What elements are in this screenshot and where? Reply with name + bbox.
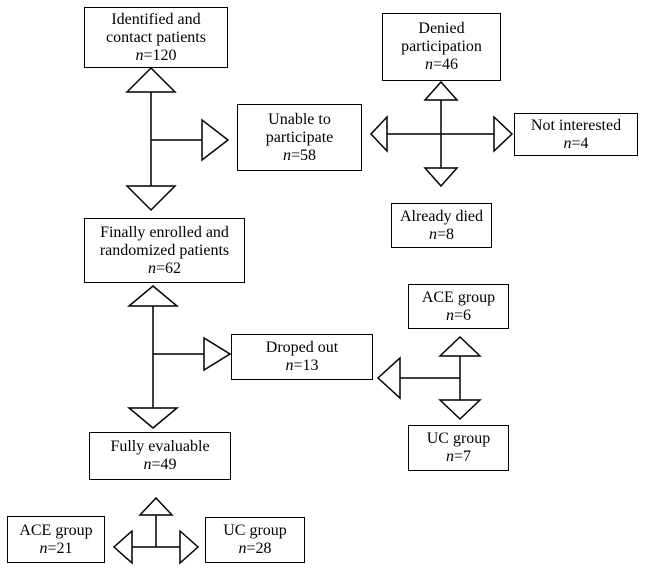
box-text: Finally enrolled and (100, 223, 229, 241)
box-already-died: Already died n=8 (391, 203, 492, 248)
n-value: =6 (453, 306, 472, 324)
arrow-down (126, 407, 180, 429)
arrow-up (438, 335, 482, 357)
box-text: Already died (399, 207, 484, 225)
box-text: Identified and (111, 10, 201, 28)
arrow-right (201, 118, 230, 162)
arrow-down (438, 399, 482, 421)
arrow-up (138, 496, 174, 516)
box-identified: Identified and contact patients n=120 (84, 7, 228, 68)
box-uc-final: UC group n=28 (205, 517, 305, 563)
n-value: =28 (246, 540, 272, 557)
n-value: =8 (436, 225, 455, 243)
n-value: =13 (293, 357, 319, 374)
arrow-down (423, 167, 459, 188)
n-value: =62 (155, 259, 182, 277)
n-value: =46 (432, 56, 459, 73)
n-value: =120 (143, 46, 177, 64)
arrow-up (125, 66, 177, 93)
box-ace-final: ACE group n=21 (7, 516, 105, 563)
box-text: Droped out (265, 339, 339, 356)
box-fully-evaluable: Fully evaluable n=49 (89, 432, 231, 480)
n-label: n (285, 357, 294, 374)
n-value: =4 (571, 134, 589, 152)
arrow-up (423, 80, 459, 101)
arrow-right (179, 529, 200, 565)
box-enrolled: Finally enrolled and randomized patients… (84, 218, 245, 283)
n-value: =21 (47, 539, 73, 557)
n-label: n (428, 225, 437, 243)
box-text: ACE group (421, 288, 496, 306)
n-label: n (282, 146, 291, 164)
box-text: Unable to (268, 110, 331, 128)
n-value: =7 (453, 448, 472, 465)
box-denied: Denied participation n=46 (382, 13, 501, 81)
n-label: n (135, 46, 144, 64)
arrow-right (493, 115, 514, 153)
arrow-left (376, 356, 401, 400)
arrow-down (125, 185, 177, 212)
n-label: n (238, 540, 247, 557)
n-label: n (424, 56, 433, 73)
box-text: participation (401, 38, 482, 55)
box-text: UC group (426, 430, 491, 447)
n-value: =49 (151, 456, 177, 473)
box-text: ACE group (19, 521, 93, 539)
box-uc-dropped: UC group n=7 (408, 425, 509, 471)
box-text: UC group (223, 522, 287, 539)
box-text: randomized patients (99, 241, 230, 259)
arrow-left (112, 529, 133, 565)
box-text: Fully evaluable (110, 438, 210, 455)
box-unable: Unable to participate n=58 (237, 104, 362, 171)
n-label: n (147, 259, 156, 277)
n-label: n (445, 448, 454, 465)
arrow-up (126, 285, 180, 307)
box-not-interested: Not interested n=4 (514, 113, 638, 156)
box-ace-dropped: ACE group n=6 (408, 284, 509, 329)
n-label: n (445, 306, 454, 324)
box-text: participate (265, 128, 334, 146)
n-label: n (39, 539, 48, 557)
arrow-left (369, 115, 388, 153)
box-text: Not interested (530, 116, 622, 134)
box-text: contact patients (106, 28, 206, 46)
n-value: =58 (290, 146, 317, 164)
arrow-right (203, 336, 232, 372)
n-label: n (143, 456, 152, 473)
box-text: Denied (418, 20, 465, 37)
box-dropped-out: Droped out n=13 (231, 334, 373, 380)
n-label: n (563, 134, 572, 152)
